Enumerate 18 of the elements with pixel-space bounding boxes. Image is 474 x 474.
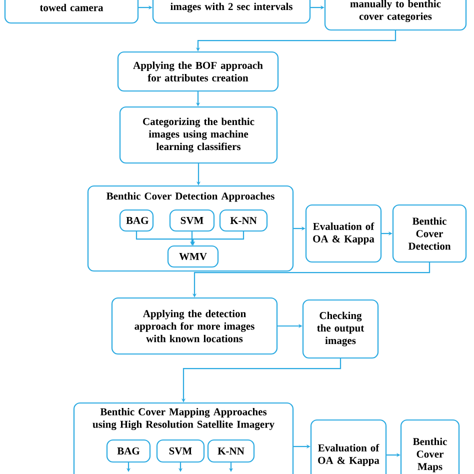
process-box: Evaluation of OA & Kappa — [305, 204, 382, 263]
process-box: K-NN — [219, 209, 268, 232]
process-box: BAG — [119, 209, 154, 232]
process-box: Benthic Cover Maps — [400, 419, 460, 474]
process-box: towed camera — [4, 0, 139, 24]
process-box: Categorizing the benthic images using machine learning classifiers — [119, 106, 278, 164]
process-box: K-NN — [207, 439, 255, 463]
process-box: Evaluation of OA & Kappa — [310, 419, 387, 474]
process-box: images with 2 sec intervals — [152, 0, 311, 24]
process-box: manually to benthic cover categories — [324, 0, 467, 31]
process-box: SVM — [156, 439, 205, 463]
process-box: Applying the BOF approach for attributes creation — [117, 51, 279, 92]
process-box: SVM — [169, 209, 215, 232]
process-box: Applying the detection approach for more images with known locations — [111, 297, 278, 355]
process-box: Benthic Cover Detection — [392, 204, 467, 263]
process-box: BAG — [106, 439, 151, 463]
process-box: WMV — [167, 245, 219, 268]
process-box: Checking the output images — [302, 299, 379, 359]
